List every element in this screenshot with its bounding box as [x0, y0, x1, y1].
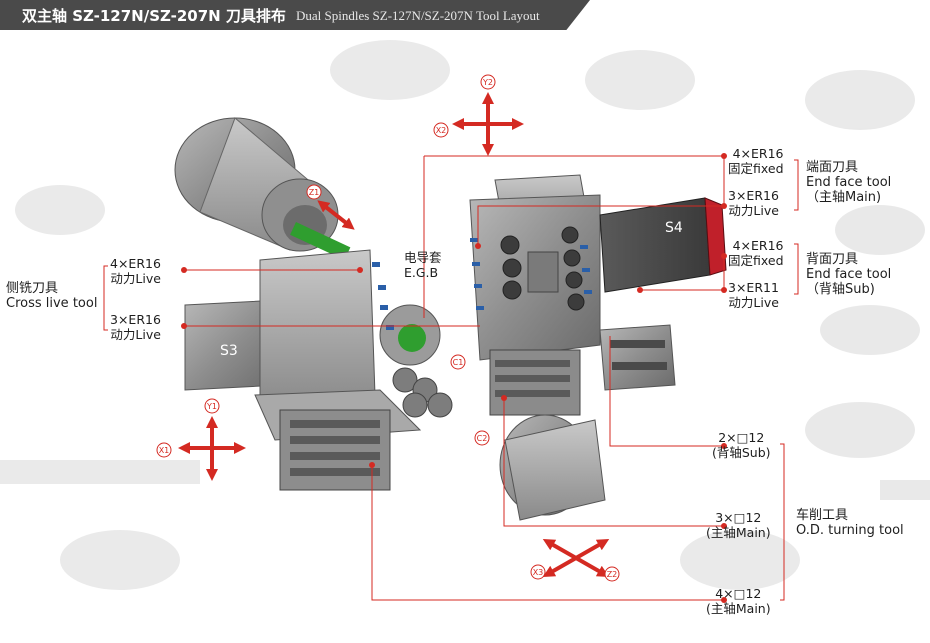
- title-bar: [0, 0, 590, 30]
- label-turning-main-3: 3×□12 (主轴Main): [706, 510, 771, 540]
- label-end-face-main: 端面刀具 End face tool （主轴Main): [806, 160, 892, 205]
- axis-z2-label: Z2: [607, 570, 618, 579]
- axis-c1-label: C1: [453, 358, 464, 367]
- axis-arrows: [178, 92, 610, 577]
- label-sub-live-tools: 3×ER11 动力Live: [728, 280, 779, 310]
- axis-x3-label: X3: [533, 568, 544, 577]
- s3-label: S3: [220, 343, 238, 359]
- axis-x1-label: X1: [159, 446, 170, 455]
- s3-cross-tool-unit: [184, 249, 453, 491]
- center-end-face-block: [469, 174, 601, 416]
- axis-y1-label: Y1: [206, 402, 217, 411]
- label-left-bottom-tools: 3×ER16 动力Live: [110, 312, 161, 342]
- axis-x2-label: X2: [436, 126, 447, 135]
- sub-spindle-c2: [499, 414, 606, 521]
- axis-c2-label: C2: [477, 434, 488, 443]
- s4-label: S4: [665, 220, 683, 236]
- label-turning-sub: 2×□12 (背轴Sub): [712, 430, 771, 460]
- label-main-live-tools: 3×ER16 动力Live: [728, 188, 779, 218]
- axis-y2-label: Y2: [482, 78, 493, 87]
- axis-z1-label: Z1: [309, 188, 320, 197]
- group-brackets: [103, 159, 799, 601]
- background-machinery: [0, 40, 930, 590]
- label-left-top-tools: 4×ER16 动力Live: [110, 256, 161, 286]
- title-zh: 双主轴 SZ-127N/SZ-207N 刀具排布: [22, 7, 286, 25]
- label-cross-live-tool: 侧铣刀具 Cross live tool: [6, 281, 98, 311]
- label-turning-main-4: 4×□12 (主轴Main): [706, 586, 771, 616]
- axis-labels: Y2 X2 Z1 C1 Y1 X1 C2 X3 Z2: [159, 78, 618, 579]
- label-egb: 电导套 E.G.B: [404, 250, 442, 280]
- label-main-fixed-tools: 4×ER16 固定fixed: [728, 146, 784, 176]
- title-en: Dual Spindles SZ-127N/SZ-207N Tool Layou…: [296, 8, 540, 23]
- main-spindle-housing: [174, 117, 351, 261]
- label-sub-fixed-tools: 4×ER16 固定fixed: [728, 238, 784, 268]
- label-od-turning-tool: 车削工具 O.D. turning tool: [796, 508, 904, 538]
- axis-label-circles: [156, 74, 620, 582]
- leader-dots: [181, 153, 727, 603]
- label-end-face-sub: 背面刀具 End face tool （背轴Sub): [806, 252, 892, 297]
- sub-turning-block: [599, 324, 676, 391]
- s4-servo-motor: [599, 197, 727, 293]
